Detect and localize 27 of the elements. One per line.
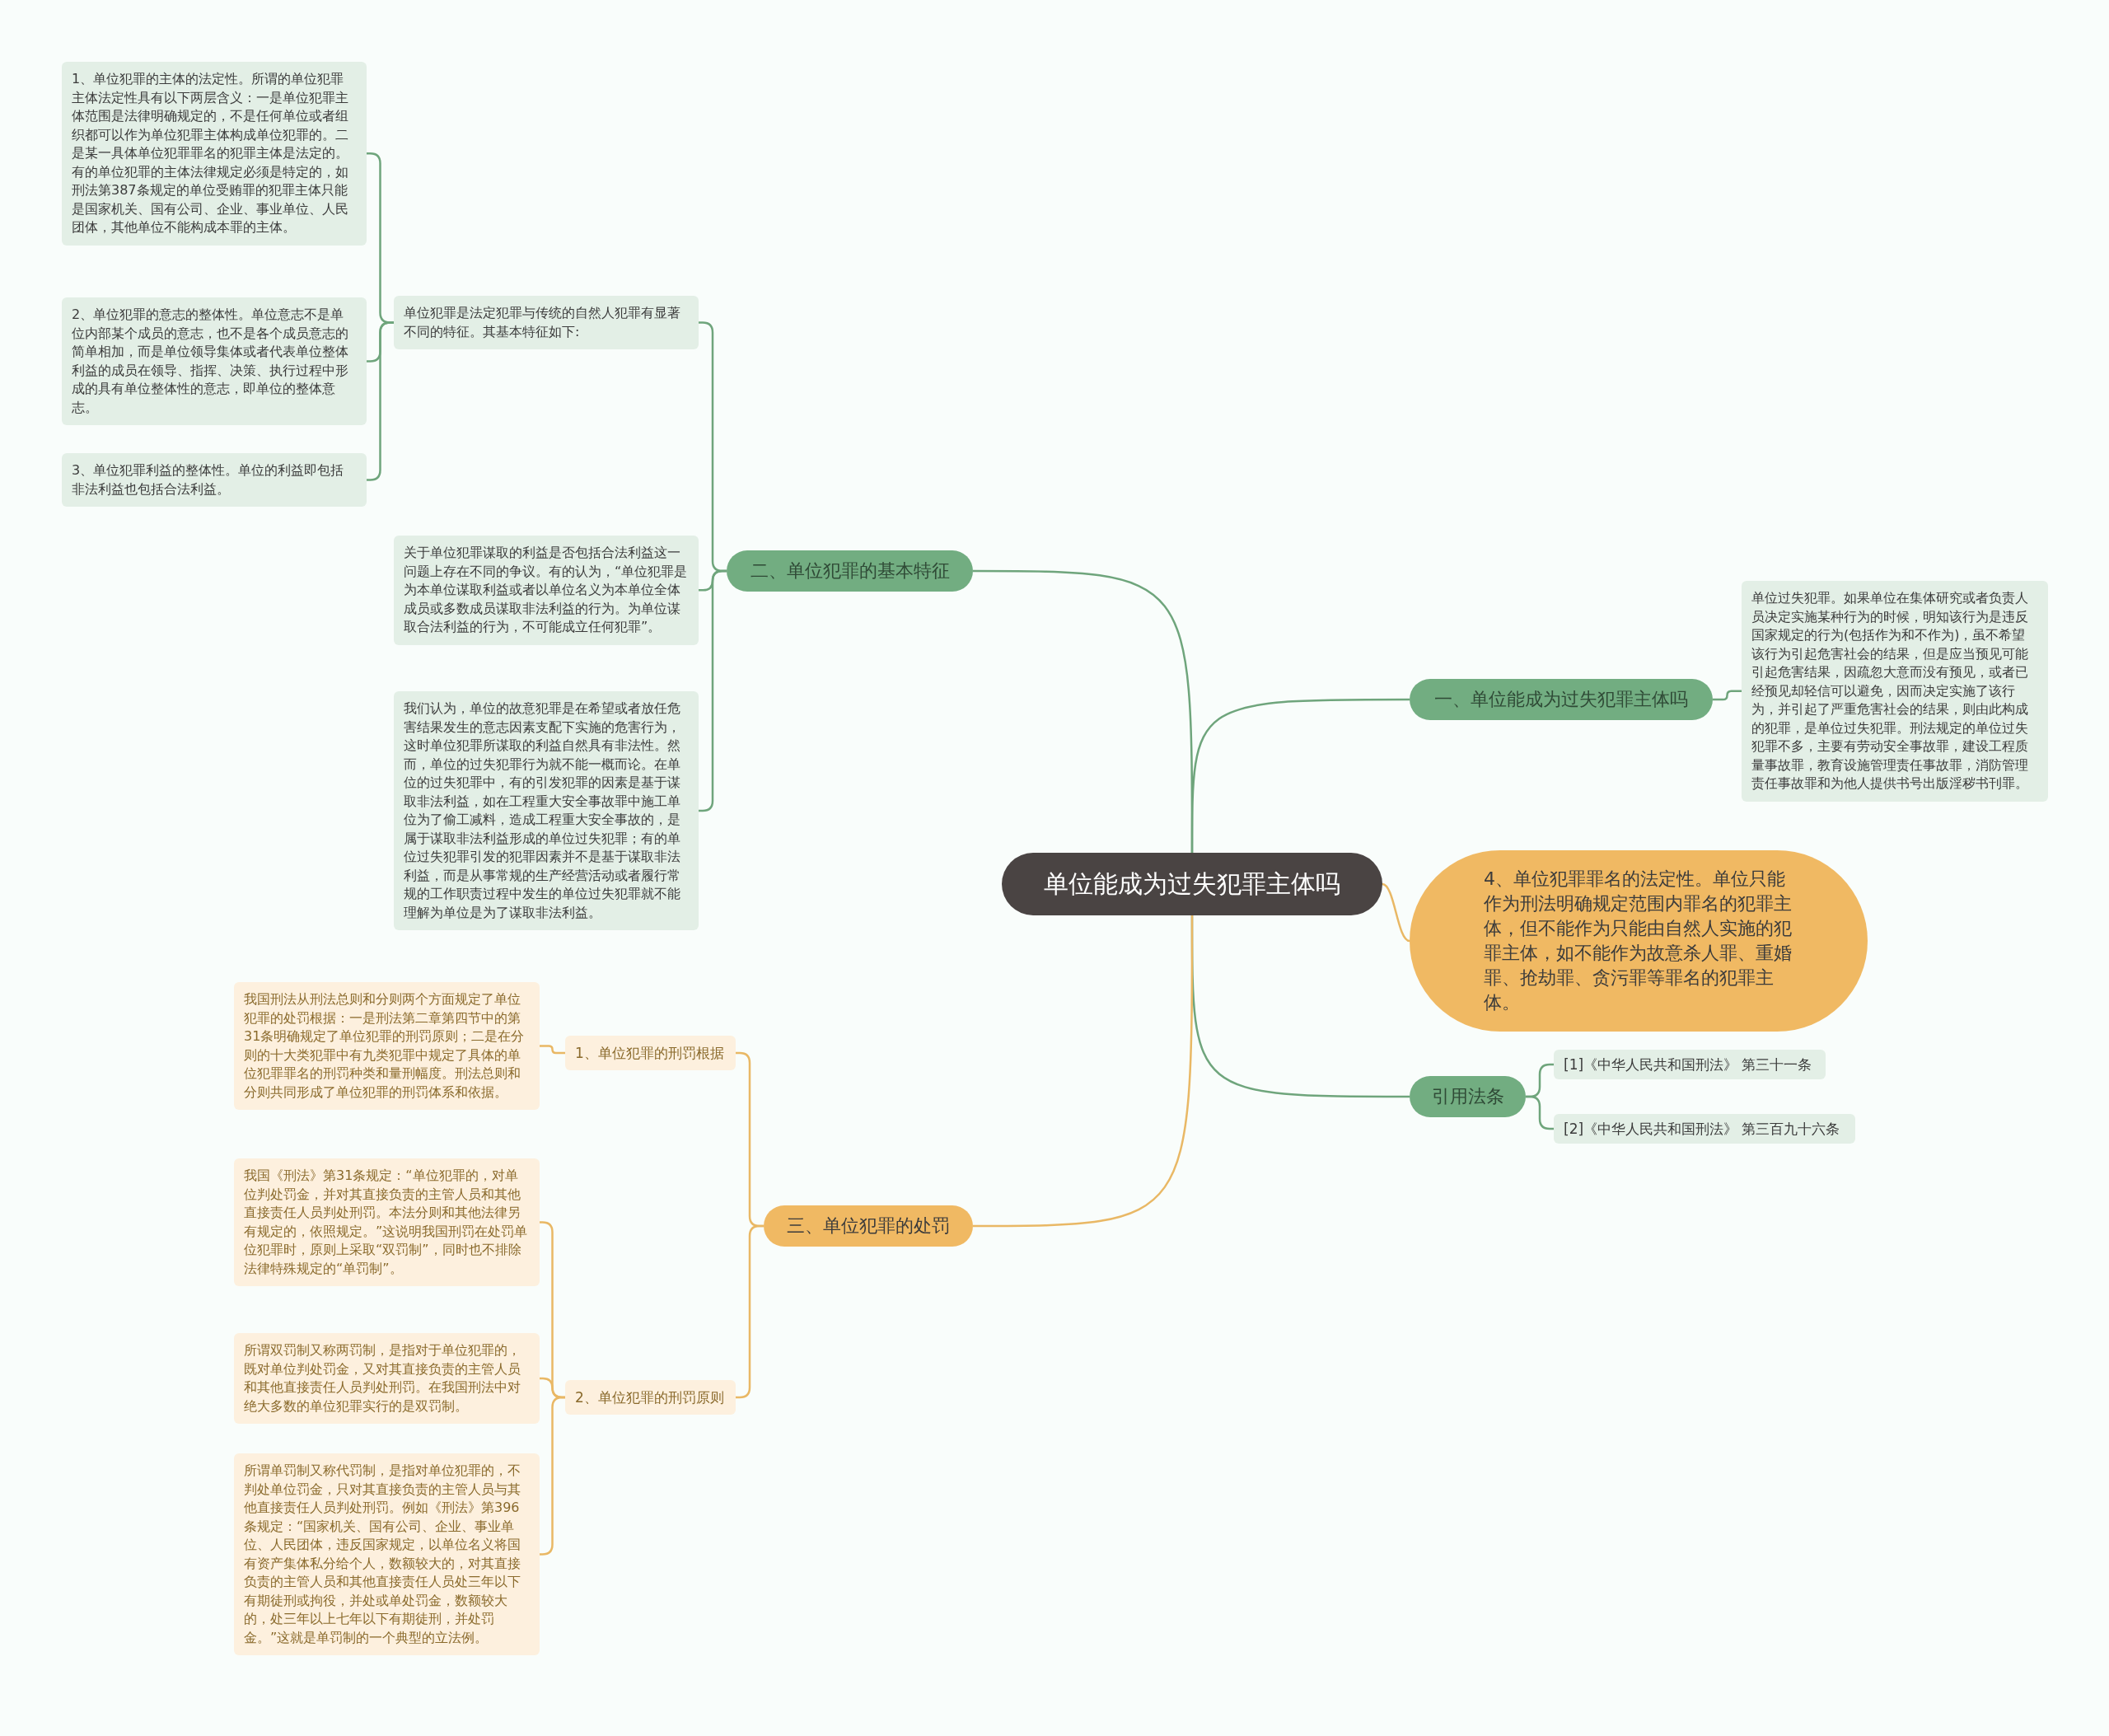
note-card: 所谓单罚制又称代罚制，是指对单位犯罪的，不判处单位罚金，只对其直接负责的主管人员与其他直接责任人员判处刑罚。例如《刑法》第396条规定：“国家机关、国有公司、企业、事业单位、人民团体，违反国家规定，以单位名义将国有资产集体私分给个人，数额较大的，对其直接负责的主管人员和其他直接责任人员处三年以下有期徒刑或拘役，并处或单处罚金，数额较大的，处三年以上七年以下有期徒刑，并处罚金。”这就是单罚制的一个典型的立法例。 <box>234 1453 540 1655</box>
note-card: 3、单位犯罪利益的整体性。单位的利益即包括非法利益也包括合法利益。 <box>62 453 367 507</box>
branch-topic: 二、单位犯罪的基本特征 <box>727 550 973 592</box>
central-topic: 单位能成为过失犯罪主体吗 <box>1002 853 1382 915</box>
branch-topic: 三、单位犯罪的处罚 <box>764 1205 973 1247</box>
connector-line <box>1713 690 1742 701</box>
note-card: 1、单位犯罪的主体的法定性。所谓的单位犯罪主体法定性具有以下两层含义：一是单位犯罪主体范围是法律明确规定的，不是任何单位或者组织都可以作为单位犯罪主体构成单位犯罪的。二是某一具体单位犯罪罪名的犯罪主体是法定的。有的单位犯罪的主体法律规定必须是特定的，如刑法第387条规定的单位受贿罪的犯罪主体只能是国家机关、国有公司、企业、事业单位、人民团体，其他单位不能构成本罪的主体。 <box>62 62 367 246</box>
note-card: 我们认为，单位的故意犯罪是在希望或者放任危害结果发生的意志因素支配下实施的危害行为，这时单位犯罪所谋取的利益自然具有非法性。然而，单位的过失犯罪行为就不能一概而论。在单位的过失犯罪中，有的引发犯罪的因素是基于谋取非法利益，如在工程重大安全事故罪中施工单位为了偷工减料，造成工程重大安全事故的，是属于谋取非法利益形成的单位过失犯罪；有的单位过失犯罪引发的犯罪因素并不是基于谋取非法利益，而是从事常规的生产经营活动或者履行常规的工作职责过程中发生的单位过失犯罪就不能理解为单位是为了谋取非法利益。 <box>394 691 699 930</box>
branch-topic: 一、单位能成为过失犯罪主体吗 <box>1410 679 1713 720</box>
note-card: 我国刑法从刑法总则和分则两个方面规定了单位犯罪的处罚根据：一是刑法第二章第四节中的第31条明确规定了单位犯罪的刑罚原则；二是在分则的十大类犯罪中有九类犯罪中规定了具体的单位犯罪罪名的刑罚种类和量刑幅度。刑法总则和分则共同形成了单位犯罪的刑罚体系和依据。 <box>234 982 540 1110</box>
subtopic-card: 1、单位犯罪的刑罚根据 <box>565 1036 736 1070</box>
citation-card: [1]《中华人民共和国刑法》 第三十一条 <box>1554 1050 1826 1079</box>
connector-line <box>1190 698 1410 853</box>
note-card: 单位犯罪是法定犯罪与传统的自然人犯罪有显著不同的特征。其基本特征如下: <box>394 296 699 349</box>
note-card: 单位过失犯罪。如果单位在集体研究或者负责人员决定实施某种行为的时候，明知该行为是违反国家规定的行为(包括作为和不作为)，虽不希望该行为引起危害社会的结果，但是应当预见可能引起危害结果，因疏忽大意而没有预见，或者已经预见却轻信可以避免，因而决定实施了该行为，并引起了严重危害社会的结果，则由此构成的犯罪，是单位过失犯罪。刑法规定的单位过失犯罪不多，主要有劳动安全事故罪，建设工程质量事故罪，教育设施管理责任事故罪，消防管理责任事故罪和为他人提供书号出版淫秽书刊罪。 <box>1742 581 2048 802</box>
connector-line <box>540 1045 565 1055</box>
connector-line <box>1526 1095 1554 1130</box>
branch-topic: 4、单位犯罪罪名的法定性。单位只能作为刑法明确规定范围内罪名的犯罪主体，但不能作为只能由自然人实施的犯罪主体，如不能作为故意杀人罪、重婚罪、抢劫罪、贪污罪等罪名的犯罪主体。 <box>1410 850 1868 1032</box>
connector-line <box>973 915 1194 1228</box>
note-card: 关于单位犯罪谋取的利益是否包括合法利益这一问题上存在不同的争议。有的认为，“单位犯罪是为本单位谋取利益或者以单位名义为本单位全体成员或多数成员谋取非法利益的行为。为单位谋取合法利益的行为，不可能成立任何犯罪”。 <box>394 536 699 645</box>
connector-line <box>1382 882 1410 943</box>
branch-topic: 引用法条 <box>1410 1076 1526 1117</box>
citation-card: [2]《中华人民共和国刑法》 第三百九十六条 <box>1554 1114 1855 1144</box>
note-card: 所谓双罚制又称两罚制，是指对于单位犯罪的，既对单位判处罚金，又对其直接负责的主管人员和其他直接责任人员判处刑罚。在我国刑法中对绝大多数的单位犯罪实行的是双罚制。 <box>234 1333 540 1424</box>
note-card: 2、单位犯罪的意志的整体性。单位意志不是单位内部某个成员的意志，也不是各个成员意志的简单相加，而是单位领导集体或者代表单位整体利益的成员在领导、指挥、决策、执行过程中形成的具有单位整体性的意志，即单位的整体意志。 <box>62 297 367 425</box>
subtopic-card: 2、单位犯罪的刑罚原则 <box>565 1380 736 1415</box>
note-card: 我国《刑法》第31条规定：“单位犯罪的，对单位判处罚金，并对其直接负责的主管人员和其他直接责任人员判处刑罚。本法分则和其他法律另有规定的，依照规定。”这说明我国刑罚在处罚单位犯罪时，原则上采取“双罚制”，同时也不排除法律特殊规定的“单罚制”。 <box>234 1158 540 1286</box>
